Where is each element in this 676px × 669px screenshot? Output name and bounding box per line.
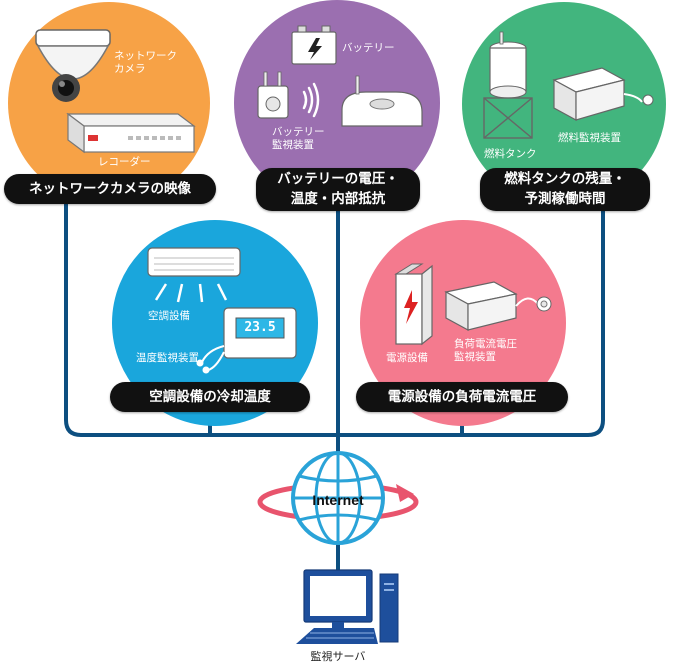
fuel-tank-label: 燃料タンク — [484, 148, 537, 160]
battery-title-line1: バッテリーの電圧・ — [277, 171, 399, 187]
fuel-monitor-icon — [552, 67, 654, 122]
battery-illustration — [257, 25, 423, 127]
temperature-monitor-icon — [196, 307, 297, 374]
power-device-label: 電源設備 — [386, 352, 428, 364]
server-label: 監視サーバ — [310, 650, 366, 663]
battery-icon — [291, 25, 337, 65]
fuel-title-pill: 燃料タンクの残量・ 予測稼働時間 — [480, 168, 650, 211]
camera-device-label: ネットワーク カメラ — [114, 50, 177, 75]
camera-illustration — [35, 29, 196, 154]
aircon-title-pill: 空調設備の冷却温度 — [110, 382, 310, 412]
aircon-device-label: 空調設備 — [148, 310, 190, 322]
fuel-title-line1: 燃料タンクの残量・ — [504, 171, 626, 187]
power-illustration — [394, 263, 552, 346]
keyboard-icon — [296, 628, 378, 644]
battery-title-line2: 温度・内部抵抗 — [290, 191, 386, 207]
recorder-device-label: レコーダー — [98, 156, 151, 168]
power-equipment-icon — [394, 263, 433, 346]
fuel-illustration — [483, 31, 654, 139]
camera-circle: ネットワーク カメラ レコーダー — [8, 2, 210, 204]
power-title-pill: 電源設備の負荷電流電圧 — [356, 382, 568, 412]
aircon-illustration — [147, 247, 297, 374]
camera-title-pill: ネットワークカメラの映像 — [4, 174, 216, 204]
fuel-tank-icon — [483, 31, 533, 139]
wireless-icon — [302, 82, 320, 118]
router-icon — [341, 75, 423, 127]
server-computer-icon — [296, 569, 399, 644]
temperature-monitor-label: 温度監視装置 — [136, 352, 199, 364]
load-monitor-label: 負荷電流電圧 監視装置 — [454, 338, 517, 363]
orbit-arrow-icon — [396, 484, 414, 502]
dome-camera-icon — [35, 29, 111, 102]
battery-device-label: バッテリー — [342, 42, 395, 54]
fuel-title-line2: 予測稼働時間 — [524, 191, 606, 207]
air-conditioner-icon — [147, 247, 241, 303]
globe-icon — [291, 451, 385, 545]
internet-label: Internet — [312, 492, 364, 508]
main-bus-line — [64, 190, 605, 437]
battery-monitor-label: バッテリー 監視装置 — [272, 126, 325, 151]
load-monitor-icon — [444, 281, 552, 332]
temperature-display-value: 23.5 — [244, 320, 276, 335]
battery-monitor-icon — [257, 71, 289, 119]
fuel-monitor-label: 燃料監視装置 — [558, 132, 621, 144]
battery-title-pill: バッテリーの電圧・ 温度・内部抵抗 — [256, 168, 420, 211]
recorder-icon — [66, 112, 196, 154]
internet-globe — [257, 451, 419, 545]
